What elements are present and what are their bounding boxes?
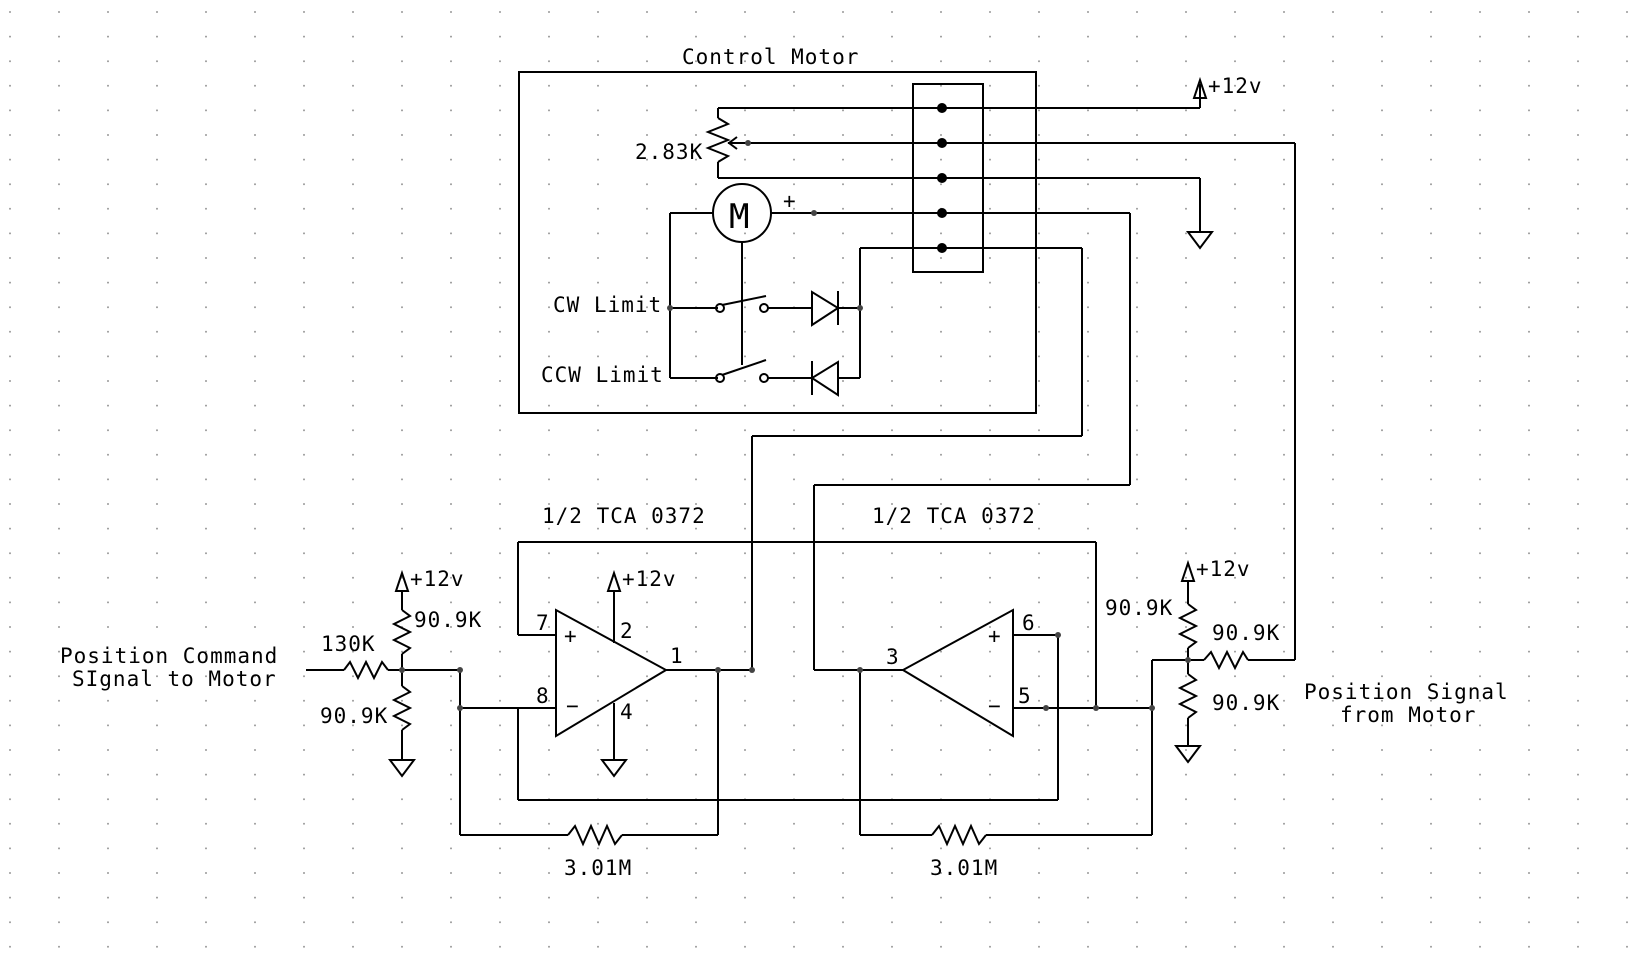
opamp-left-pin-8: 8: [536, 684, 550, 708]
supply-top-label: +12v: [1208, 74, 1263, 98]
opamp-right-plus: +: [988, 624, 1002, 648]
r-feedback-right-label: 3.01M: [930, 856, 998, 880]
input-label-line1: Position Command: [60, 644, 278, 668]
control-motor-title: Control Motor: [682, 45, 859, 69]
opamp-right-title: 1/2 TCA 0372: [872, 504, 1036, 528]
ccw-diode: [810, 360, 860, 397]
opamp-left-plus: +: [564, 624, 578, 648]
opamp-right: [814, 608, 1152, 738]
right-feedback-network: [859, 659, 1200, 847]
cw-limit-switch: [670, 295, 812, 313]
ground-right-symbol: [1174, 745, 1202, 764]
r-90-9k-top-right-label: 90.9K: [1105, 596, 1173, 620]
junction-dots: [399, 140, 1191, 711]
cw-limit-label: CW Limit: [553, 293, 662, 317]
opamp-left-minus: −: [566, 694, 580, 718]
opamp-left-pin-4: 4: [620, 700, 634, 724]
opamp-right-minus: −: [988, 694, 1002, 718]
connector-wires: [718, 107, 1295, 249]
opamp-left-pin-2: 2: [620, 619, 634, 643]
ccw-limit-switch: [670, 359, 812, 383]
cw-diode: [811, 290, 860, 327]
supply-top-symbol: [1192, 76, 1208, 108]
opamp-left: [518, 591, 752, 760]
ground-top-symbol: [1186, 178, 1214, 250]
opamp-left-title: 1/2 TCA 0372: [542, 504, 706, 528]
control-motor-box: [518, 71, 1037, 414]
r-90-9k-top-left-label: 90.9K: [414, 608, 482, 632]
ccw-limit-label: CCW Limit: [541, 363, 664, 387]
output-label-line2: from Motor: [1340, 703, 1476, 727]
dot-grid: [9, 11, 1628, 948]
opamp-left-pin-7: 7: [536, 611, 550, 635]
opamp-right-pin-5: 5: [1018, 684, 1032, 708]
bridge-wires: [517, 541, 1097, 801]
ground-left-symbol: [388, 759, 416, 778]
supply-left-symbol: [394, 569, 410, 592]
opamp-left-supply-label: +12v: [622, 567, 677, 591]
opamp-left-pin-1: 1: [670, 644, 684, 668]
motor-plus-sign: +: [783, 189, 797, 213]
motor-letter: M: [729, 197, 750, 237]
r-90-9k-bottom-right-label: 90.9K: [1212, 691, 1280, 715]
r-130k-label: 130K: [321, 632, 376, 656]
r-feedback-left-label: 3.01M: [564, 856, 632, 880]
right-divider-network: [1177, 581, 1295, 746]
interconnect-wires: [751, 143, 1296, 670]
supply-left-label: +12v: [410, 567, 465, 591]
supply-right-symbol: [1180, 559, 1196, 582]
output-label-line1: Position Signal: [1304, 680, 1509, 704]
opamp-left-ground: [600, 759, 628, 778]
pot-2-83k: [705, 108, 748, 178]
pot-2-83k-label: 2.83K: [635, 140, 703, 164]
left-input-network: [306, 591, 719, 847]
supply-right-label: +12v: [1196, 557, 1251, 581]
opamp-right-pin-3: 3: [886, 645, 900, 669]
motor-wires: [669, 212, 814, 378]
input-label-line2: SIgnal to Motor: [72, 667, 277, 691]
r-90-9k-series-right-label: 90.9K: [1212, 621, 1280, 645]
r-90-9k-bottom-left-label: 90.9K: [320, 704, 388, 728]
opamp-left-supply: [606, 569, 622, 592]
opamp-right-pin-6: 6: [1022, 611, 1036, 635]
